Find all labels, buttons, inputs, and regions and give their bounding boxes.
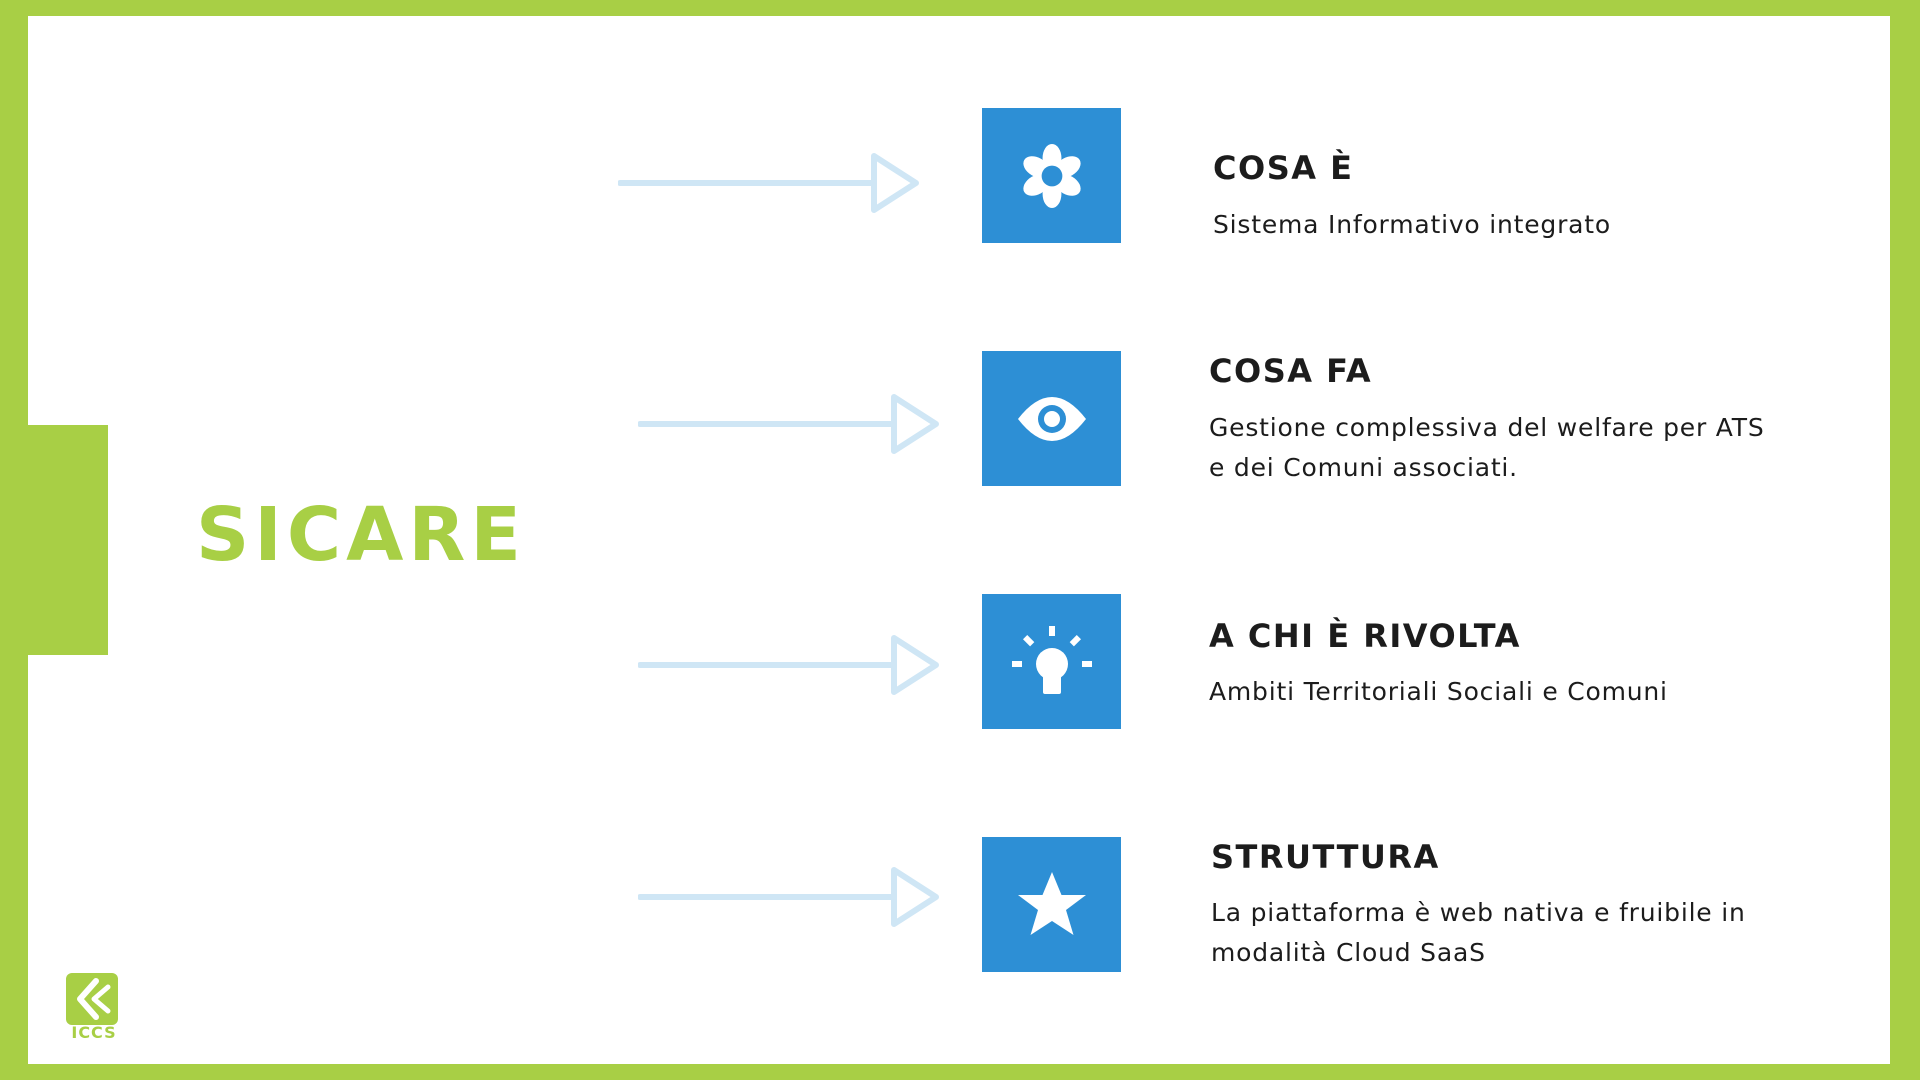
- logo-mark: [66, 973, 118, 1025]
- lightbulb-icon: [1011, 625, 1092, 694]
- heading-structure: STRUTTURA: [1211, 838, 1440, 876]
- arrow-icon: [638, 394, 939, 454]
- logo-text: ICCS: [71, 1023, 117, 1042]
- heading-what: COSA È: [1213, 149, 1354, 187]
- heading-does: COSA FA: [1209, 352, 1373, 390]
- flower-icon: [1022, 143, 1081, 208]
- iccs-logo: ICCS: [62, 965, 124, 1047]
- arrow-icon: [638, 635, 939, 695]
- icon-box-audience: [982, 594, 1121, 729]
- page-title: SICARE: [196, 492, 526, 578]
- description-what: Sistema Informativo integrato: [1213, 210, 1611, 239]
- icon-box-does: [982, 351, 1121, 486]
- side-accent-tab: [0, 425, 108, 655]
- arrow-icon: [618, 153, 919, 213]
- description-structure: La piattaforma è web nativa e fruibile i…: [1211, 898, 1746, 967]
- description-does: Gestione complessiva del welfare per ATS…: [1209, 413, 1765, 482]
- eye-icon: [1017, 396, 1086, 441]
- logo-chevron-icon: [77, 978, 111, 1020]
- star-icon: [1017, 871, 1086, 935]
- icon-box-what: [982, 108, 1121, 243]
- arrow-icon: [638, 867, 939, 927]
- icon-box-structure: [982, 837, 1121, 972]
- heading-audience: A CHI È RIVOLTA: [1209, 617, 1521, 655]
- description-audience: Ambiti Territoriali Sociali e Comuni: [1209, 677, 1668, 706]
